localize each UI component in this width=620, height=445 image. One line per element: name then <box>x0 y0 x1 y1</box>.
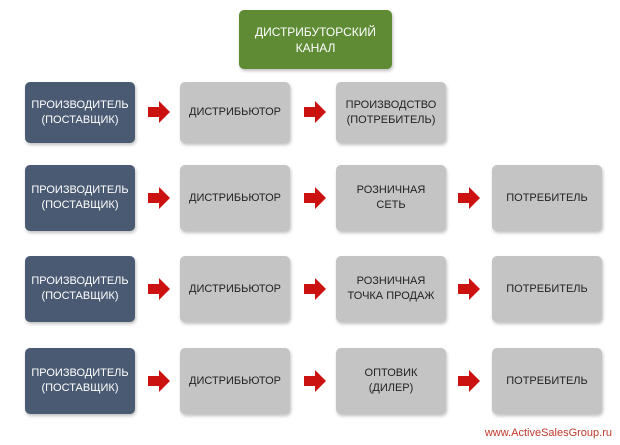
retail-point-node: РОЗНИЧНАЯ ТОЧКА ПРОДАЖ <box>336 256 446 322</box>
producer-node-row-2: ПРОИЗВОДИТЕЛЬ (ПОСТАВЩИК) <box>25 165 135 231</box>
arrow-right-icon <box>148 101 170 123</box>
arrow-right-icon <box>148 370 170 392</box>
production-sublabel: (ПОТРЕБИТЕЛЬ) <box>346 113 436 126</box>
distributor-label-3: ДИСТРИБЬЮТОР <box>189 282 281 295</box>
arrow-right-icon <box>458 278 480 300</box>
diagram-title: ДИСТРИБУТОРСКИЙ КАНАЛ <box>239 10 392 69</box>
producer-label-4: ПРОИЗВОДИТЕЛЬ <box>31 367 129 379</box>
title-line-2: КАНАЛ <box>295 40 336 55</box>
distributor-node-row-4: ДИСТРИБЬЮТОР <box>180 348 290 414</box>
website-watermark: www.ActiveSalesGroup.ru <box>484 427 612 439</box>
arrow-right-icon <box>304 278 326 300</box>
production-label: ПРОИЗВОДСТВО <box>345 98 437 111</box>
arrow-right-icon <box>148 187 170 209</box>
distributor-node-row-3: ДИСТРИБЬЮТОР <box>180 256 290 322</box>
distributor-label-4: ДИСТРИБЬЮТОР <box>189 374 281 387</box>
arrow-right-icon <box>304 101 326 123</box>
consumer-label-2: ПОТРЕБИТЕЛЬ <box>506 191 588 204</box>
consumer-node-row-4: ПОТРЕБИТЕЛЬ <box>492 348 602 414</box>
producer-label-2: ПРОИЗВОДИТЕЛЬ <box>31 184 129 196</box>
arrow-right-icon <box>304 187 326 209</box>
arrow-right-icon <box>458 370 480 392</box>
consumer-label-3: ПОТРЕБИТЕЛЬ <box>506 282 588 295</box>
consumer-node-row-2: ПОТРЕБИТЕЛЬ <box>492 165 602 231</box>
title-line-1: ДИСТРИБУТОРСКИЙ <box>254 24 377 39</box>
producer-sublabel-2: (ПОСТАВЩИК) <box>41 199 119 211</box>
retail-network-sublabel: СЕТЬ <box>376 199 406 211</box>
wholesaler-sublabel: (ДИЛЕР) <box>368 382 414 394</box>
consumer-node-row-3: ПОТРЕБИТЕЛЬ <box>492 256 602 322</box>
distributor-node-row-1: ДИСТРИБЬЮТОР <box>180 82 290 143</box>
producer-sublabel-4: (ПОСТАВЩИК) <box>41 382 119 394</box>
arrow-right-icon <box>304 370 326 392</box>
retail-point-label: РОЗНИЧНАЯ <box>356 275 426 287</box>
producer-node-row-4: ПРОИЗВОДИТЕЛЬ (ПОСТАВЩИК) <box>25 348 135 414</box>
distributor-label-1: ДИСТРИБЬЮТОР <box>189 106 281 118</box>
producer-label-1: ПРОИЗВОДИТЕЛЬ <box>31 98 129 111</box>
producer-node-row-1: ПРОИЗВОДИТЕЛЬ (ПОСТАВЩИК) <box>25 82 135 143</box>
wholesaler-label: ОПТОВИК <box>364 367 418 379</box>
retail-point-sublabel: ТОЧКА ПРОДАЖ <box>347 290 435 302</box>
wholesaler-node: ОПТОВИК (ДИЛЕР) <box>336 348 446 414</box>
retail-network-label: РОЗНИЧНАЯ <box>356 184 426 196</box>
producer-node-row-3: ПРОИЗВОДИТЕЛЬ (ПОСТАВЩИК) <box>25 256 135 322</box>
producer-sublabel-1: (ПОСТАВЩИК) <box>41 113 119 126</box>
production-node-row-1: ПРОИЗВОДСТВО (ПОТРЕБИТЕЛЬ) <box>336 82 446 143</box>
retail-network-node: РОЗНИЧНАЯ СЕТЬ <box>336 165 446 231</box>
arrow-right-icon <box>148 278 170 300</box>
arrow-right-icon <box>458 187 480 209</box>
producer-sublabel-3: (ПОСТАВЩИК) <box>41 290 119 302</box>
distributor-label-2: ДИСТРИБЬЮТОР <box>189 191 281 204</box>
producer-label-3: ПРОИЗВОДИТЕЛЬ <box>31 275 129 287</box>
consumer-label-4: ПОТРЕБИТЕЛЬ <box>506 374 588 387</box>
distributor-node-row-2: ДИСТРИБЬЮТОР <box>180 165 290 231</box>
